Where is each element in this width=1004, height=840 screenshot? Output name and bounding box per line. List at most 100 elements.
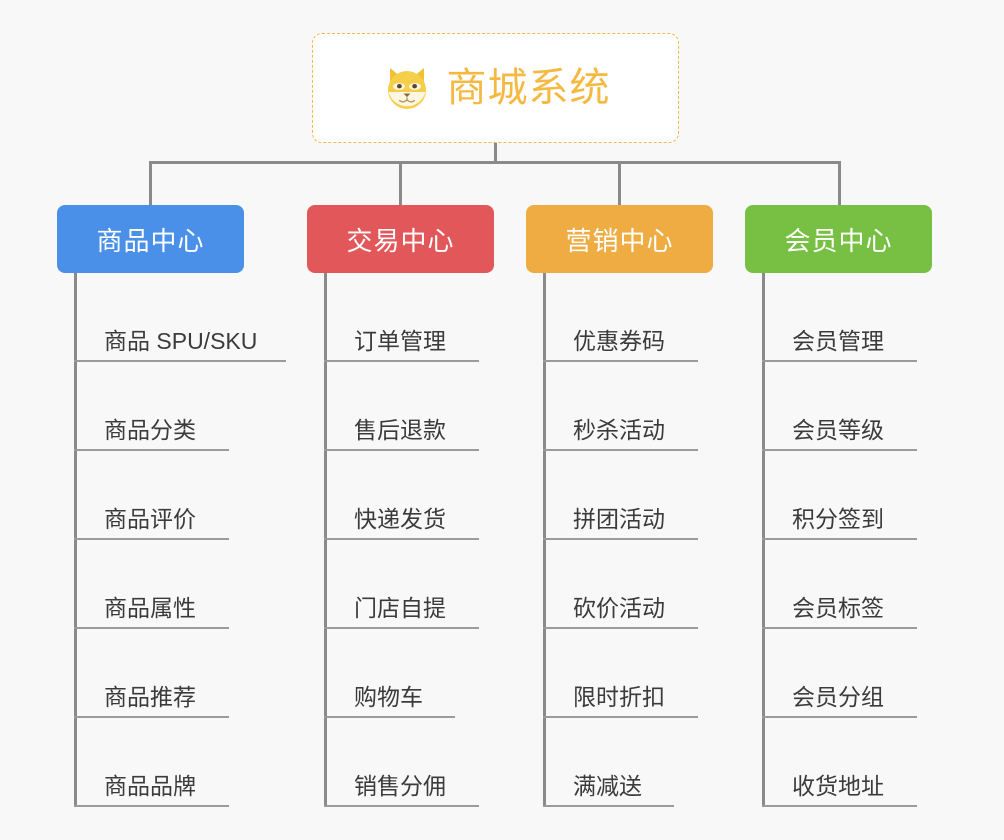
leaf-item[interactable]: 会员等级	[762, 362, 992, 451]
leaf-underline	[762, 627, 917, 629]
leaf-item[interactable]: 购物车	[324, 629, 554, 718]
leaf-item[interactable]: 快递发货	[324, 451, 554, 540]
leaf-underline	[543, 716, 698, 718]
branch-spine	[74, 273, 77, 807]
root-node[interactable]: 商城系统	[312, 33, 679, 143]
leaf-item[interactable]: 商品分类	[74, 362, 304, 451]
dog-face-icon	[381, 62, 433, 114]
leaf-item[interactable]: 售后退款	[324, 362, 554, 451]
branch-title: 商品中心	[96, 225, 205, 256]
branch-header-marketing-center[interactable]: 营销中心	[526, 205, 713, 273]
leaf-underline	[543, 360, 698, 362]
leaf-underline	[74, 716, 229, 718]
leaf-underline	[543, 449, 698, 451]
leaf-label: 会员标签	[792, 595, 884, 621]
leaf-underline	[762, 538, 917, 540]
leaf-item[interactable]: 商品 SPU/SKU	[74, 273, 304, 362]
leaf-underline	[324, 360, 479, 362]
leaf-underline	[762, 716, 917, 718]
leaf-label: 门店自提	[354, 595, 446, 621]
leaf-label: 会员等级	[792, 417, 884, 443]
leaf-label: 购物车	[354, 684, 423, 710]
leaf-list-marketing-center: 优惠券码 秒杀活动 拼团活动 砍价活动 限时折扣 满减送	[543, 273, 773, 807]
leaf-item[interactable]: 商品品牌	[74, 718, 304, 807]
connector-drop-4	[838, 161, 841, 207]
leaf-label: 秒杀活动	[573, 417, 665, 443]
leaf-item[interactable]: 积分签到	[762, 451, 992, 540]
leaf-item[interactable]: 拼团活动	[543, 451, 773, 540]
leaf-label: 售后退款	[354, 417, 446, 443]
connector-drop-3	[618, 161, 621, 207]
leaf-item[interactable]: 收货地址	[762, 718, 992, 807]
leaf-list-trade-center: 订单管理 售后退款 快递发货 门店自提 购物车 销售分佣	[324, 273, 554, 807]
leaf-label: 商品推荐	[104, 684, 196, 710]
root-title: 商城系统	[446, 66, 611, 110]
leaf-label: 会员分组	[792, 684, 884, 710]
leaf-label: 会员管理	[792, 328, 884, 354]
leaf-item[interactable]: 商品推荐	[74, 629, 304, 718]
leaf-label: 商品品牌	[104, 773, 196, 799]
leaf-item[interactable]: 会员分组	[762, 629, 992, 718]
leaf-item[interactable]: 门店自提	[324, 540, 554, 629]
leaf-list-member-center: 会员管理 会员等级 积分签到 会员标签 会员分组 收货地址	[762, 273, 992, 807]
branch-trade-center: 交易中心 订单管理 售后退款 快递发货 门店自提 购物车	[307, 205, 494, 807]
leaf-label: 优惠券码	[573, 328, 665, 354]
leaf-underline	[74, 805, 229, 807]
branch-spine	[762, 273, 765, 807]
leaf-item[interactable]: 满减送	[543, 718, 773, 807]
leaf-underline	[543, 805, 674, 807]
leaf-item[interactable]: 订单管理	[324, 273, 554, 362]
branch-title: 会员中心	[784, 225, 893, 256]
branch-spine	[543, 273, 546, 807]
leaf-underline	[324, 449, 479, 451]
leaf-item[interactable]: 商品评价	[74, 451, 304, 540]
leaf-item[interactable]: 商品属性	[74, 540, 304, 629]
connector-drop-2	[399, 161, 402, 207]
leaf-label: 砍价活动	[573, 595, 665, 621]
leaf-underline	[324, 538, 479, 540]
leaf-label: 商品分类	[104, 417, 196, 443]
branch-spine	[324, 273, 327, 807]
leaf-label: 拼团活动	[573, 506, 665, 532]
leaf-item[interactable]: 砍价活动	[543, 540, 773, 629]
leaf-label: 商品评价	[104, 506, 196, 532]
leaf-underline	[74, 538, 229, 540]
leaf-label: 销售分佣	[354, 773, 446, 799]
branch-marketing-center: 营销中心 优惠券码 秒杀活动 拼团活动 砍价活动 限时折扣	[526, 205, 713, 807]
leaf-list-product-center: 商品 SPU/SKU 商品分类 商品评价 商品属性 商品推荐 商品品牌	[74, 273, 304, 807]
leaf-underline	[74, 449, 229, 451]
leaf-label: 快递发货	[354, 506, 446, 532]
leaf-label: 商品 SPU/SKU	[104, 328, 258, 354]
leaf-item[interactable]: 限时折扣	[543, 629, 773, 718]
leaf-underline	[762, 360, 917, 362]
leaf-underline	[324, 716, 455, 718]
branch-member-center: 会员中心 会员管理 会员等级 积分签到 会员标签 会员分组	[745, 205, 932, 807]
branch-header-product-center[interactable]: 商品中心	[57, 205, 244, 273]
leaf-underline	[543, 538, 698, 540]
leaf-underline	[324, 627, 479, 629]
branch-header-member-center[interactable]: 会员中心	[745, 205, 932, 273]
leaf-item[interactable]: 销售分佣	[324, 718, 554, 807]
leaf-label: 积分签到	[792, 506, 884, 532]
leaf-label: 限时折扣	[573, 684, 665, 710]
leaf-underline	[762, 805, 917, 807]
connector-bus	[149, 161, 841, 164]
leaf-label: 满减送	[573, 773, 642, 799]
leaf-underline	[762, 449, 917, 451]
leaf-underline	[543, 627, 698, 629]
leaf-label: 收货地址	[792, 773, 884, 799]
leaf-item[interactable]: 秒杀活动	[543, 362, 773, 451]
leaf-label: 订单管理	[354, 328, 446, 354]
branch-product-center: 商品中心 商品 SPU/SKU 商品分类 商品评价 商品属性 商品推荐	[57, 205, 286, 807]
branch-title: 营销中心	[565, 225, 674, 256]
leaf-label: 商品属性	[104, 595, 196, 621]
leaf-item[interactable]: 优惠券码	[543, 273, 773, 362]
branch-title: 交易中心	[346, 225, 455, 256]
leaf-underline	[74, 360, 286, 362]
connector-drop-1	[149, 161, 152, 207]
leaf-item[interactable]: 会员标签	[762, 540, 992, 629]
branch-header-trade-center[interactable]: 交易中心	[307, 205, 494, 273]
leaf-item[interactable]: 会员管理	[762, 273, 992, 362]
leaf-underline	[324, 805, 479, 807]
